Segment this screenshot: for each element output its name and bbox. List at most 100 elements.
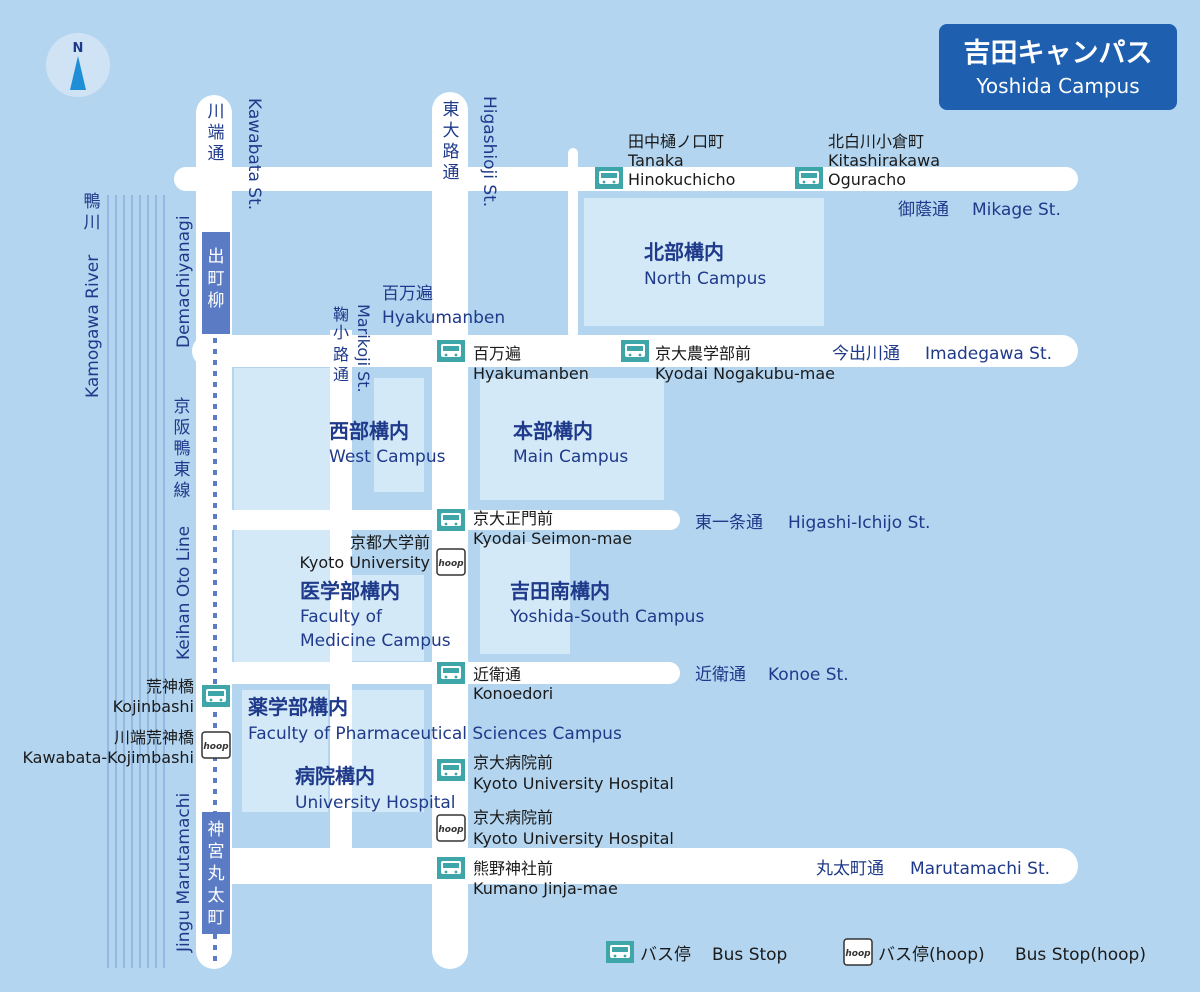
- svg-text:吉田南構内: 吉田南構内: [510, 579, 610, 603]
- svg-text:百万遍: 百万遍: [382, 284, 433, 304]
- bus-stop-icon: [621, 340, 649, 362]
- svg-text:Marutamachi St.: Marutamachi St.: [910, 859, 1050, 879]
- svg-text:通: 通: [333, 365, 349, 384]
- svg-text:百万遍: 百万遍: [473, 344, 521, 363]
- marutamachi-label: 丸太町通 Marutamachi St.: [816, 859, 1050, 879]
- svg-text:線: 線: [174, 481, 191, 501]
- svg-text:川端荒神橋: 川端荒神橋: [114, 728, 194, 747]
- svg-text:Medicine Campus: Medicine Campus: [300, 631, 451, 651]
- svg-text:東: 東: [443, 100, 460, 120]
- svg-text:近衛通: 近衛通: [473, 665, 521, 684]
- bus-stop-icon: [437, 340, 465, 362]
- west-campus-block-left: [234, 368, 330, 510]
- svg-text:通: 通: [443, 163, 460, 183]
- legend-hoop-stop: バス停(hoop) Bus Stop(hoop): [843, 938, 1146, 966]
- svg-text:川: 川: [84, 213, 101, 233]
- mikage-label: 御蔭通 Mikage St.: [898, 200, 1061, 220]
- svg-text:Marikoji St.: Marikoji St.: [354, 304, 373, 393]
- svg-text:Higashioji St.: Higashioji St.: [479, 96, 499, 207]
- svg-text:神: 神: [208, 820, 225, 840]
- river-label: 鴨 川 Kamogawa River: [83, 192, 103, 398]
- bus-stop-kitashirakawa[interactable]: 北白川小倉町 Kitashirakawa Oguracho: [795, 132, 940, 189]
- marutamachi-street: [196, 848, 1078, 884]
- hoop-stop-kawabata-kojimbashi[interactable]: 川端荒神橋 Kawabata-Kojimbashi: [22, 728, 231, 767]
- yoshida-south-campus-block: [480, 542, 570, 654]
- main-campus-block: [480, 378, 664, 500]
- medicine-campus-block-left: [234, 530, 330, 662]
- svg-text:Hinokuchicho: Hinokuchicho: [628, 170, 735, 189]
- svg-text:バス停: バス停: [640, 945, 691, 965]
- north-side-road: [568, 148, 578, 338]
- title-en: Yoshida Campus: [975, 74, 1139, 98]
- campus-blocks: [234, 198, 824, 812]
- svg-text:University Hospital: University Hospital: [295, 793, 456, 813]
- svg-text:薬学部構内: 薬学部構内: [248, 695, 348, 719]
- hoop-stop-icon: [436, 814, 466, 842]
- bus-stop-nogakubu[interactable]: 京大農学部前 Kyodai Nogakubu-mae: [621, 340, 835, 383]
- svg-text:鞠: 鞠: [333, 305, 349, 324]
- svg-text:Kamogawa River: Kamogawa River: [83, 255, 103, 398]
- svg-text:阪: 阪: [174, 418, 191, 438]
- west-campus-block: [374, 378, 424, 492]
- konoe-label: 近衛通 Konoe St.: [695, 665, 849, 685]
- svg-text:Hyakumanben: Hyakumanben: [382, 308, 505, 328]
- svg-text:北部構内: 北部構内: [644, 240, 724, 264]
- bus-stop-seimon[interactable]: 京大正門前 Kyodai Seimon-mae: [437, 509, 632, 548]
- svg-text:Faculty of: Faculty of: [300, 607, 383, 627]
- bus-stop-icon: [437, 857, 465, 879]
- svg-text:Main Campus: Main Campus: [513, 447, 628, 467]
- bus-stop-icon: [437, 759, 465, 781]
- svg-text:Kojinbashi: Kojinbashi: [113, 697, 194, 716]
- svg-text:Kawabata St.: Kawabata St.: [244, 98, 264, 210]
- svg-text:Keihan Oto Line: Keihan Oto Line: [174, 526, 194, 660]
- bus-stop-icon: [795, 167, 823, 189]
- legend: バス停 Bus Stop バス停(hoop) Bus Stop(hoop): [606, 938, 1146, 966]
- svg-text:Tanaka: Tanaka: [627, 151, 684, 170]
- svg-text:今出川通: 今出川通: [832, 344, 900, 364]
- svg-text:Bus Stop: Bus Stop: [712, 945, 787, 965]
- hoop-stop-kyoto-university[interactable]: 京都大学前 Kyoto University: [300, 533, 466, 576]
- pharma-campus-label: 薬学部構内 Faculty of Pharmaceutical Sciences…: [248, 695, 622, 744]
- higashioji-label: 東 大 路 通 Higashioji St.: [443, 96, 500, 207]
- svg-text:Kyoto University Hospital: Kyoto University Hospital: [473, 829, 674, 848]
- bus-stop-kojinbashi[interactable]: 荒神橋 Kojinbashi: [113, 677, 230, 716]
- hoop-stop-icon: [201, 731, 231, 759]
- svg-text:路: 路: [443, 142, 460, 162]
- bus-stop-hyakumanben[interactable]: 百万遍 Hyakumanben: [437, 340, 589, 383]
- bus-stop-icon: [202, 685, 230, 707]
- bus-stop-kumano[interactable]: 熊野神社前 Kumano Jinja-mae: [437, 857, 618, 898]
- svg-text:西部構内: 西部構内: [329, 419, 409, 443]
- svg-text:京大農学部前: 京大農学部前: [655, 344, 751, 363]
- marikoji-street: [330, 330, 352, 848]
- svg-text:京: 京: [174, 397, 191, 417]
- svg-text:Faculty of Pharmaceutical Scie: Faculty of Pharmaceutical Sciences Campu…: [248, 724, 622, 744]
- svg-text:West Campus: West Campus: [329, 447, 446, 467]
- svg-text:医学部構内: 医学部構内: [300, 579, 400, 603]
- svg-text:東一条通: 東一条通: [695, 513, 763, 533]
- svg-text:丸: 丸: [208, 864, 225, 884]
- bus-stop-hospital[interactable]: 京大病院前 Kyoto University Hospital: [437, 753, 674, 793]
- svg-text:近衛通: 近衛通: [695, 665, 746, 685]
- svg-text:通: 通: [208, 144, 225, 164]
- title-box: 吉田キャンパス Yoshida Campus: [939, 24, 1177, 110]
- bus-stop-konoedori[interactable]: 近衛通 Konoedori: [437, 662, 553, 703]
- bus-stop-icon: [606, 941, 634, 963]
- bus-stop-tanaka[interactable]: 田中樋ノ口町 Tanaka Hinokuchicho: [595, 132, 735, 189]
- svg-text:Kyodai Nogakubu-mae: Kyodai Nogakubu-mae: [655, 364, 835, 383]
- medicine-campus-label: 医学部構内 Faculty of Medicine Campus: [300, 579, 451, 651]
- svg-text:町: 町: [208, 908, 225, 928]
- svg-text:熊野神社前: 熊野神社前: [473, 859, 553, 878]
- svg-text:Bus Stop(hoop): Bus Stop(hoop): [1015, 945, 1146, 965]
- bus-stop-icon: [595, 167, 623, 189]
- hoop-stop-hospital[interactable]: 京大病院前 Kyoto University Hospital: [436, 808, 674, 848]
- svg-text:Kawabata-Kojimbashi: Kawabata-Kojimbashi: [22, 748, 194, 767]
- svg-text:北白川小倉町: 北白川小倉町: [828, 132, 924, 151]
- north-compass: N: [46, 33, 110, 97]
- main-campus-label: 本部構内 Main Campus: [513, 419, 628, 467]
- hyakumanben-area-label: 百万遍 Hyakumanben: [382, 284, 505, 328]
- svg-text:North Campus: North Campus: [644, 269, 766, 289]
- hospital-campus-block: [352, 690, 424, 812]
- svg-text:京都大学前: 京都大学前: [350, 533, 430, 552]
- svg-text:Kumano Jinja-mae: Kumano Jinja-mae: [473, 879, 618, 898]
